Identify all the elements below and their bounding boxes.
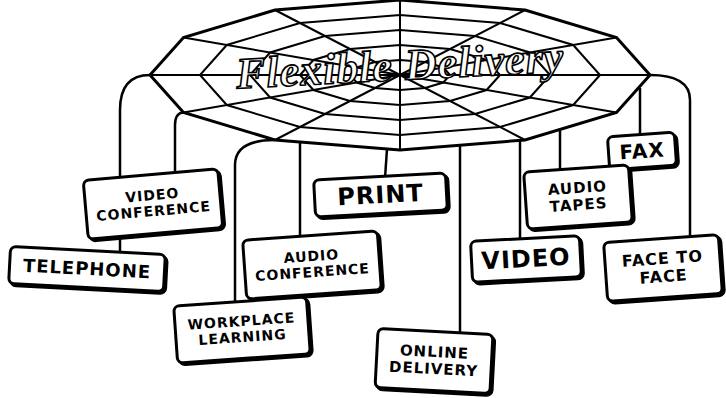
hanging-string	[559, 130, 562, 172]
tag-label: VIDEO CONFERENCE	[91, 183, 215, 225]
media-tag: TELEPHONE	[7, 245, 167, 293]
hanging-string	[175, 113, 184, 177]
tag-label: ONLINE DELIVERY	[382, 342, 486, 381]
tag-label: AUDIO CONFERENCE	[250, 245, 374, 285]
media-tag: VIDEO	[469, 234, 583, 284]
tag-label: PRINT	[337, 179, 425, 210]
media-tag: AUDIO TAPES	[522, 163, 634, 230]
media-tag: WORKPLACE LEARNING	[172, 295, 312, 364]
tag-label: FAX	[619, 138, 666, 163]
tag-label: WORKPLACE LEARNING	[181, 310, 303, 350]
tag-label: FACE TO FACE	[611, 247, 715, 290]
web-ring	[200, 15, 600, 135]
tag-label: AUDIO TAPES	[531, 177, 625, 217]
media-tag: PRINT	[312, 171, 449, 218]
tag-label: TELEPHONE	[22, 256, 151, 283]
web-ring	[150, 0, 650, 150]
diagram-title: Flexible Delivery	[214, 30, 586, 100]
hanging-string	[459, 146, 462, 333]
media-tag: FACE TO FACE	[602, 233, 724, 303]
media-tag: VIDEO CONFERENCE	[82, 167, 225, 241]
hanging-string	[639, 88, 642, 136]
hanging-string	[299, 142, 302, 237]
spider-web	[150, 0, 650, 150]
hanging-string	[519, 140, 522, 240]
tag-label: VIDEO	[481, 243, 572, 275]
media-tag: AUDIO CONFERENCE	[241, 229, 383, 300]
media-tag: ONLINE DELIVERY	[373, 327, 494, 395]
